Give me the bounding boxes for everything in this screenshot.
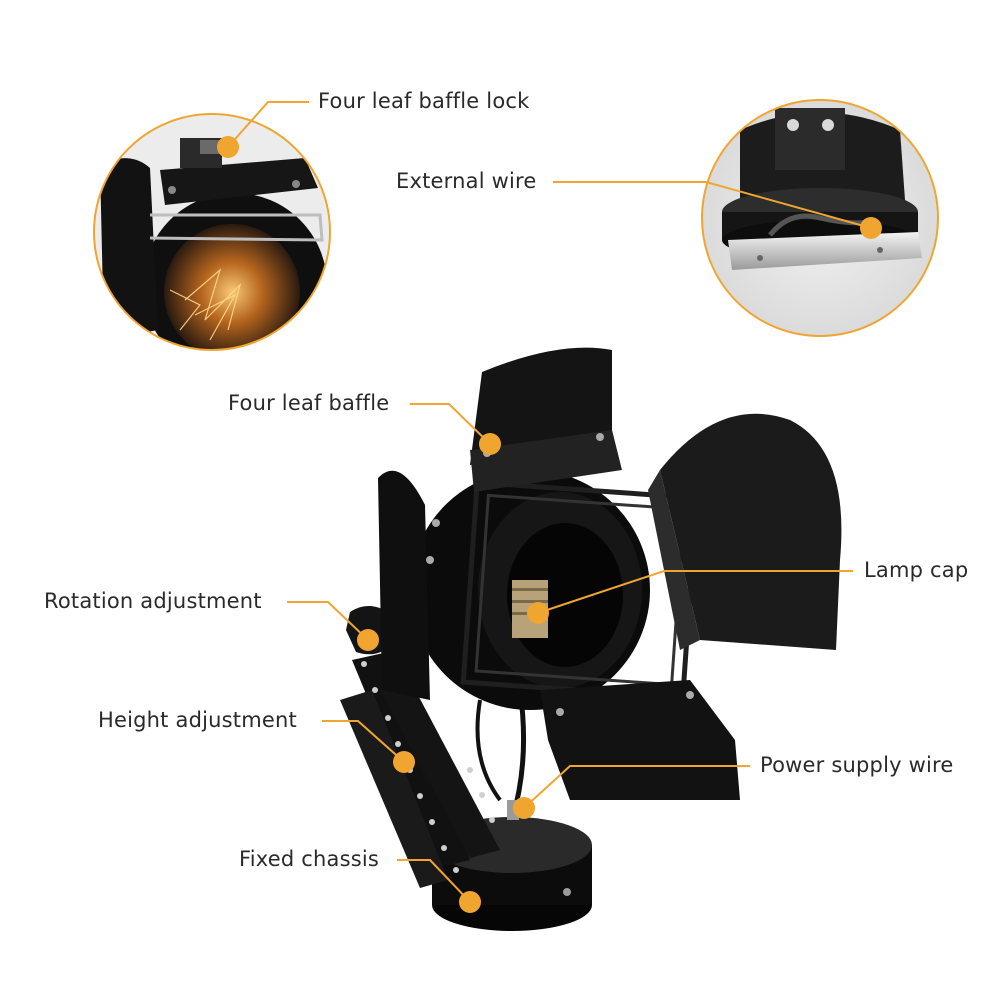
dot-rotation-adjustment [357,629,379,651]
leader-lines [227,101,872,903]
right-baffle-leaf [648,413,842,650]
callout-dots [217,136,882,913]
dot-four-leaf-baffle [479,433,501,455]
top-baffle-leaf [470,347,622,492]
bottom-baffle-leaf [540,680,740,800]
detail-circle-baffle-lock [93,113,331,351]
label-height-adjustment: Height adjustment [98,708,297,732]
label-power-supply-wire: Power supply wire [760,753,954,777]
dot-lamp-cap [527,602,549,624]
dot-power-supply-wire [513,797,535,819]
dot-external-wire [860,217,882,239]
label-rotation-adjustment: Rotation adjustment [44,589,262,613]
dot-height-adjustment [393,751,415,773]
left-baffle-leaf [378,470,440,700]
dot-baffle-lock [217,136,239,158]
main-lamp [340,347,842,931]
label-lamp-cap: Lamp cap [864,558,969,582]
label-four-leaf-baffle: Four leaf baffle [228,391,390,415]
label-external-wire: External wire [396,169,537,193]
label-four-leaf-baffle-lock: Four leaf baffle lock [318,89,530,113]
label-fixed-chassis: Fixed chassis [239,847,380,871]
detail-circle-external-wire [701,99,939,337]
dot-fixed-chassis [459,891,481,913]
